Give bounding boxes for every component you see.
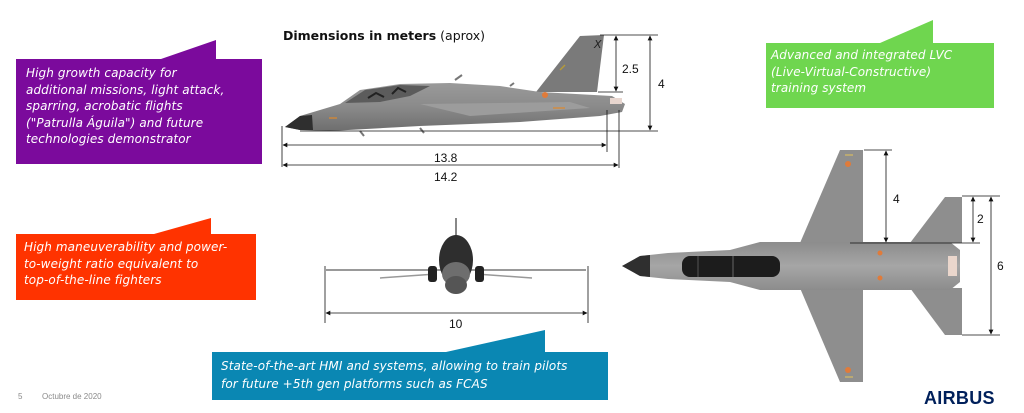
footer-date: Octubre de 2020 [42,392,102,401]
front-view-aircraft [326,218,586,294]
callout-maneuverability-line-3: top-of-the-line fighters [24,273,162,287]
callout-maneuverability-line-2: to-weight ratio equivalent to [24,256,199,271]
callout-maneuverability-shape [16,218,256,300]
top-view-dimension-lines [850,149,1000,336]
front-view-dimension-lines [324,266,589,323]
page-number: 5 [18,392,23,401]
dimensions-title-bold: Dimensions in meters [283,28,437,43]
dim-fin-height: 2.5 [622,62,639,76]
dim-total-height: 4 [658,77,665,91]
dim-wingspan: 10 [449,317,463,331]
callout-lvc-line-2: (Live-Virtual-Constructive) [771,64,932,79]
callout-hmi-line-2: for future +5th gen platforms such as FC… [221,377,488,391]
side-view-aircraft: X [285,35,625,137]
callout-hmi-shape [212,330,608,400]
dim-tailplane-semi-span: 2 [977,212,984,226]
callout-growth-shape [16,40,262,164]
callout-growth-line-5: technologies demonstrator [26,132,191,146]
dim-length-total: 14.2 [434,170,458,184]
dimensions-title-suffix: (aprox) [440,28,486,43]
callout-growth-line-4: ("Patrulla Águila") and future [26,115,204,130]
top-view-aircraft [622,150,962,382]
callout-hmi: State-of-the-art HMI and systems, allowi… [212,330,608,400]
callout-growth-line-1: High growth capacity for [26,66,177,80]
callout-lvc: Advanced and integrated LVC (Live-Virtua… [766,20,994,108]
svg-text:X: X [593,38,602,51]
dim-tailplane-span: 6 [997,259,1004,273]
dimensions-title: Dimensions in meters (aprox) [283,28,485,43]
dim-wing-semi-span: 4 [893,192,900,206]
callout-lvc-line-3: training system [771,81,867,95]
callout-growth-line-3: sparring, acrobatic flights [26,99,183,113]
callout-maneuverability-line-1: High maneuverability and power- [24,240,228,254]
callout-lvc-shape [766,20,994,108]
side-view-dimension-lines [281,34,658,168]
dim-length-fuselage: 13.8 [434,151,458,165]
callout-hmi-line-1: State-of-the-art HMI and systems, allowi… [221,359,568,373]
callout-maneuverability: High maneuverability and power- to-weigh… [16,218,256,300]
callout-growth-line-2: additional missions, light attack, [26,82,225,97]
airbus-logo: AIRBUS [924,388,995,408]
callout-lvc-line-1: Advanced and integrated LVC [771,48,953,62]
callout-growth-capacity: High growth capacity for additional miss… [16,40,262,164]
